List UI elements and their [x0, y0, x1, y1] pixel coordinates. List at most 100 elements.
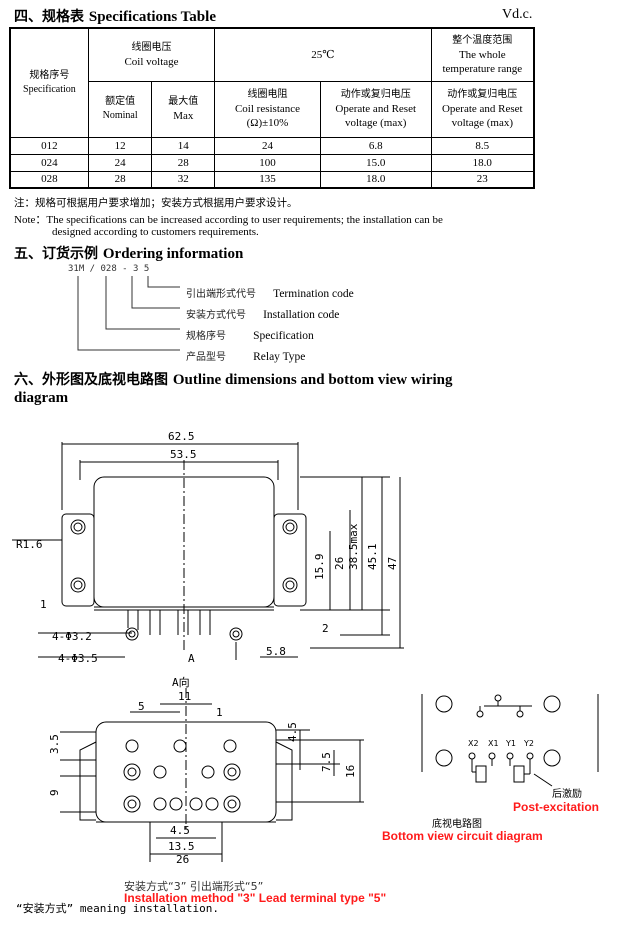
- footer-caption-cn: 安装方式“3” 引出端形式“5”: [124, 880, 264, 893]
- terminal-x2: X2: [468, 739, 479, 748]
- section5-title: 五、订货示例 Ordering information: [14, 243, 243, 263]
- ordering-item-cn: 产品型号: [186, 352, 226, 363]
- note-en-line1: The specifications can be increased acco…: [46, 214, 443, 226]
- spec-header-cell: 规格序号 Specification: [9, 27, 89, 138]
- op-reset-whole-header: 动作或复归电压 Operate and Reset voltage (max): [430, 80, 535, 138]
- vdc-label: Vd.c.: [502, 7, 533, 22]
- dim-4-5-bottom: 4.5: [170, 824, 190, 837]
- table-cell: 18.0: [430, 153, 535, 172]
- circuit-diagram: X2 X1 Y1 Y2: [421, 694, 599, 787]
- op-reset-en: Operate and Reset voltage (max): [335, 103, 417, 129]
- circuit-title-en: Bottom view circuit diagram: [382, 829, 543, 843]
- table-cell: 24: [87, 153, 153, 172]
- temp25-header: 25℃: [214, 27, 432, 82]
- dim-11: 11: [178, 690, 191, 703]
- circuit-title-cn: 底视电路图: [432, 819, 482, 830]
- dim-4-phi-3-2: 4-Φ3.2: [52, 630, 92, 643]
- table-cell: 24: [214, 136, 321, 155]
- table-cell: 028: [9, 170, 89, 189]
- ordering-code: 31M / 028 - 3 5: [68, 264, 150, 274]
- dim-47: 47: [386, 557, 399, 570]
- table-cell: 28: [151, 153, 216, 172]
- section6-title-en2: diagram: [14, 390, 69, 406]
- ordering-item-relay-type: 产品型号 Relay Type: [186, 345, 305, 364]
- op-reset-cn: 动作或复归电压: [340, 89, 411, 100]
- dim-4-5-right: 4.5: [286, 722, 299, 742]
- table-cell: 024: [9, 153, 89, 172]
- table-cell: 8.5: [430, 136, 535, 155]
- table-cell: 28: [87, 170, 153, 189]
- footer-caption-en: Installation method "3" Lead terminal ty…: [124, 891, 387, 905]
- coil-res-cn: 线圈电阻: [247, 89, 288, 100]
- table-cell: 32: [151, 170, 216, 189]
- ordering-leader-lines: [77, 276, 180, 351]
- section6-title-cn: 六、外形图及底视电路图: [14, 372, 168, 388]
- nominal-header: 额定值 Nominal: [87, 80, 153, 138]
- spec-header-en: Specification: [23, 83, 76, 95]
- whole-temp-cn: 整个温度范围: [452, 34, 513, 46]
- dim-13-5: 13.5: [168, 840, 195, 853]
- spec-header-cn: 规格序号: [29, 69, 70, 81]
- dim-2: 2: [322, 622, 329, 635]
- whole-temp-header: 整个温度范围 The whole temperature range: [430, 27, 535, 82]
- dim-3-5: 3.5: [48, 734, 61, 754]
- table-row: 024 24 28 100 15.0 18.0: [9, 153, 535, 172]
- terminal-y1: Y1: [505, 739, 516, 748]
- op-reset2-cn: 动作或复归电压: [447, 89, 518, 100]
- note-en: Note：The specifications can be increased…: [14, 211, 544, 227]
- table-cell: 12: [87, 136, 153, 155]
- ordering-item-installation: 安装方式代号 Installation code: [186, 303, 339, 322]
- dim-38-5-max: 38.5max: [347, 523, 360, 570]
- nominal-en: Nominal: [102, 110, 138, 121]
- post-excitation-en: Post-excitation: [513, 800, 600, 814]
- table-cell: 18.0: [319, 170, 432, 189]
- ordering-item-en: Installation code: [263, 309, 340, 321]
- section4-title: 四、规格表 Specifications Table: [14, 6, 216, 26]
- table-row: 012 12 14 24 6.8 8.5: [9, 136, 535, 155]
- dim-26-horizontal: 26: [176, 853, 189, 866]
- ordering-item-en: Relay Type: [253, 351, 306, 363]
- coil-resistance-header: 线圈电阻 Coil resistance (Ω)±10%: [214, 80, 321, 138]
- coil-voltage-en: Coil voltage: [124, 55, 179, 68]
- whole-temp-en: The whole temperature range: [442, 48, 523, 75]
- section5-title-cn: 五、订货示例: [14, 246, 98, 262]
- dim-5-8: 5.8: [266, 645, 286, 658]
- section5-title-en: Ordering information: [102, 246, 244, 262]
- coil-voltage-header: 线圈电压 Coil voltage: [87, 27, 216, 82]
- dim-a: A: [188, 652, 195, 665]
- dim-4-phi-3-5: 4-Φ3.5: [58, 652, 98, 665]
- ordering-item-en: Specification: [253, 330, 314, 342]
- max-en: Max: [173, 110, 194, 122]
- dim-r1-6: R1.6: [16, 538, 43, 551]
- ordering-item-cn: 安装方式代号: [186, 310, 246, 321]
- dim-16: 16: [344, 765, 357, 778]
- dim-15-9: 15.9: [313, 554, 326, 581]
- dim-45-1: 45.1: [366, 544, 379, 571]
- terminal-x1: X1: [488, 739, 499, 748]
- note-cn: 注：规格可根据用户要求增加；安装方式根据用户要求设计。: [14, 195, 298, 210]
- note-cn-text: 注：规格可根据用户要求增加；安装方式根据用户要求设计。: [14, 197, 298, 209]
- dim-26-vertical: 26: [333, 557, 346, 570]
- table-cell: 14: [151, 136, 216, 155]
- note-en-line2: designed according to customers requirem…: [52, 226, 259, 238]
- table-cell: 6.8: [319, 136, 432, 155]
- dim-1: 1: [40, 598, 47, 611]
- outline-drawing-front: 62.5 53.5 R1.6 1 4-Φ3.2 4-Φ3.5 A 5.8 15.…: [12, 430, 404, 665]
- table-row: 028 28 32 135 18.0 23: [9, 170, 535, 189]
- ordering-item-cn: 规格序号: [186, 331, 226, 342]
- section4-title-cn: 四、规格表: [14, 9, 84, 25]
- table-cell: 012: [9, 136, 89, 155]
- ordering-item-termination: 引出端形式代号 Termination code: [186, 282, 354, 301]
- op-reset2-en: Operate and Reset voltage (max): [441, 103, 523, 129]
- dim-1-bottom: 1: [216, 706, 223, 719]
- section4-title-en: Specifications Table: [88, 9, 216, 25]
- post-excitation-cn: 后激励: [552, 789, 582, 800]
- coil-res-unit: (Ω)±10%: [246, 117, 289, 129]
- max-cn: 最大值: [168, 96, 199, 107]
- nominal-cn: 额定值: [105, 96, 136, 107]
- max-header: 最大值 Max: [151, 80, 216, 138]
- table-cell: 23: [430, 170, 535, 189]
- outline-drawing-bottom: A向 11 5 1 4.5 3.5 7.5 16 9 4.5 13.5 26: [48, 675, 364, 866]
- table-cell: 15.0: [319, 153, 432, 172]
- note-en-label: Note：: [14, 214, 47, 226]
